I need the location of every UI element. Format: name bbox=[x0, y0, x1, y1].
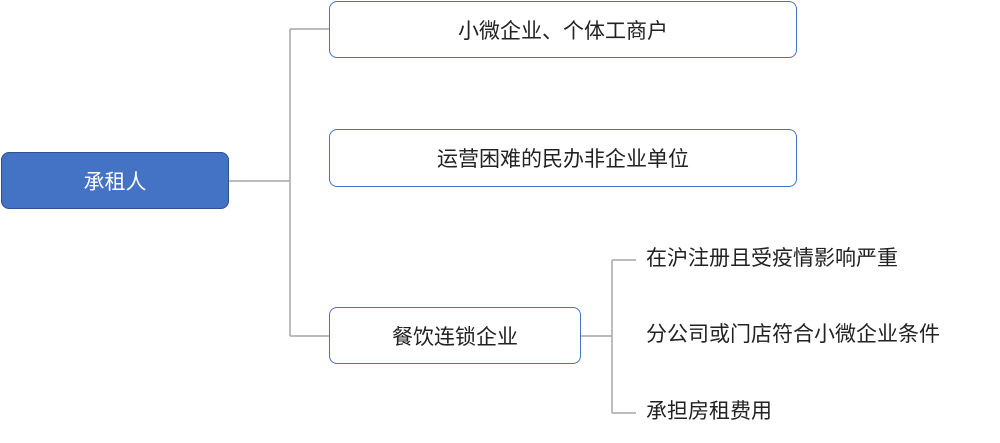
leaf-node-label: 分公司或门店符合小微企业条件 bbox=[646, 322, 940, 346]
child-node-restaurant-chains: 餐饮连锁企业 bbox=[329, 307, 581, 364]
child-node-label: 小微企业、个体工商户 bbox=[458, 18, 668, 43]
child-node-small-micro-enterprises: 小微企业、个体工商户 bbox=[329, 1, 797, 58]
child-node-label: 餐饮连锁企业 bbox=[392, 324, 518, 349]
leaf-node-label: 承担房租费用 bbox=[646, 399, 772, 423]
child-node-label: 运营困难的民办非企业单位 bbox=[437, 147, 689, 171]
child-node-private-non-enterprise: 运营困难的民办非企业单位 bbox=[329, 129, 797, 187]
root-node: 承租人 bbox=[1, 152, 229, 209]
leaf-node-label: 在沪注册且受疫情影响严重 bbox=[646, 246, 898, 270]
root-node-label: 承租人 bbox=[83, 169, 147, 194]
